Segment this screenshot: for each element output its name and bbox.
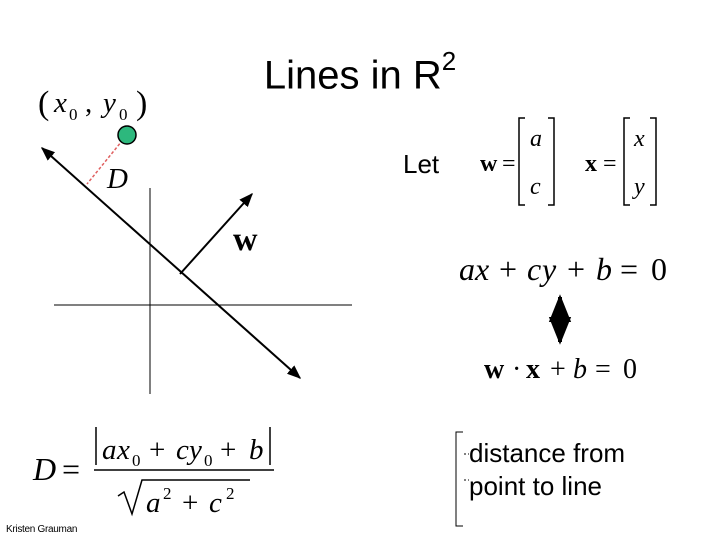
formula-D: D <box>32 451 56 487</box>
point-comma: , <box>85 87 92 119</box>
slide-title: Lines in R2 <box>0 46 720 98</box>
vector-x-equals: = <box>603 151 617 177</box>
vector-x-bracket-left <box>623 117 630 206</box>
let-label: Let <box>403 149 440 179</box>
num-y: y <box>186 434 202 466</box>
eq2-equals: = <box>595 354 611 385</box>
eq2-w: w <box>484 354 505 385</box>
normal-label: w <box>233 221 258 258</box>
point-y: y <box>100 87 116 119</box>
num-plus1: + <box>149 434 165 466</box>
eq2-x: x <box>526 354 540 385</box>
num-y-subscript: 0 <box>204 451 213 470</box>
caption-line-1: distance from <box>469 438 626 468</box>
den-exp2: 2 <box>226 484 235 503</box>
num-b: b <box>249 434 264 466</box>
eq2-dot: · <box>512 354 521 385</box>
caption-bracket <box>455 431 463 527</box>
eq1-x: x <box>474 251 489 287</box>
caption-line-2: point to line <box>469 471 602 501</box>
den-c: c <box>209 487 222 519</box>
eq1-plus1: + <box>499 251 517 287</box>
den-plus: + <box>182 487 198 519</box>
den-exp1: 2 <box>163 484 172 503</box>
distance-caption: distance from point to line <box>469 437 625 503</box>
eq2-plus: + <box>550 354 566 385</box>
vector-w-bracket-left <box>518 117 525 206</box>
den-a: a <box>146 487 161 519</box>
eq1-a: a <box>459 251 475 287</box>
vector-x-top: x <box>633 126 645 152</box>
eq1-zero: 0 <box>651 251 667 287</box>
vector-x-bottom: y <box>632 174 645 200</box>
title-text: Lines in R <box>263 53 442 98</box>
point-y-subscript: 0 <box>119 105 128 124</box>
eq1-equals: = <box>620 251 638 287</box>
num-x-subscript: 0 <box>132 451 141 470</box>
vector-x-name: x <box>585 151 597 177</box>
num-a: a <box>102 434 117 466</box>
vector-w-top: a <box>530 126 542 152</box>
num-x: x <box>116 434 130 466</box>
line-equation-scalar: a x + c y + b = 0 <box>459 251 667 287</box>
eq1-b: b <box>596 251 612 287</box>
vector-x-definition: x = x y <box>585 117 657 206</box>
point-marker <box>117 125 137 145</box>
point-label: ( x 0 , y 0 ) <box>38 85 147 124</box>
sqrt-sign <box>117 479 250 517</box>
vector-w-bottom: c <box>530 174 541 200</box>
author-credit: Kristen Grauman <box>6 524 78 535</box>
distance-label: D <box>106 163 128 195</box>
eq1-plus2: + <box>567 251 585 287</box>
vector-w-name: w <box>480 151 498 177</box>
vector-x-bracket-right <box>650 117 657 206</box>
line-arrow <box>40 147 302 379</box>
point-x: x <box>53 87 67 119</box>
num-c: c <box>176 434 189 466</box>
num-plus2: + <box>220 434 236 466</box>
point-paren-close: ) <box>136 85 147 122</box>
vector-w-definition: w = a c <box>480 117 555 206</box>
eq2-b: b <box>573 354 587 385</box>
eq1-y: y <box>539 251 557 287</box>
vector-w-bracket-right <box>548 117 555 206</box>
formula-equals: = <box>62 451 80 487</box>
point-paren-open: ( <box>38 85 49 122</box>
distance-formula: D = a x 0 + c y 0 + b a 2 + c 2 <box>32 427 274 519</box>
vector-w-equals: = <box>502 151 516 177</box>
line-equation-vector: w · x + b = 0 <box>484 354 637 385</box>
title-superscript: 2 <box>441 46 457 76</box>
eq2-zero: 0 <box>623 354 637 385</box>
distance-segment <box>86 135 127 185</box>
normal-vector <box>179 192 253 275</box>
point-x-subscript: 0 <box>69 105 78 124</box>
eq1-c: c <box>527 251 541 287</box>
